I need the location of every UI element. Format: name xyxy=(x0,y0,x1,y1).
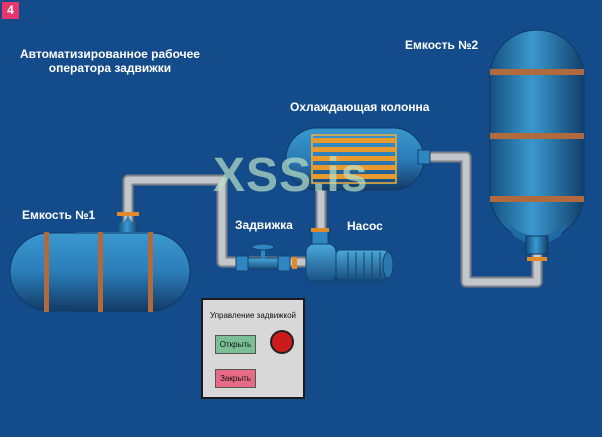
valve-control-panel: Управление задвижкой Открыть Закрыть xyxy=(201,298,305,399)
cooling-column-label: Охлаждающая колонна xyxy=(290,100,430,114)
cooling-column xyxy=(285,127,431,191)
close-button[interactable]: Закрыть xyxy=(215,369,256,388)
tank-1-label: Емкость №1 xyxy=(22,208,96,222)
tank-2-label: Емкость №2 xyxy=(405,38,479,52)
pump-label: Насос xyxy=(347,219,383,233)
valve-label: Задвижка xyxy=(235,218,293,232)
screen-title: Автоматизированное рабочее оператора зад… xyxy=(20,47,200,75)
pump xyxy=(305,228,394,284)
tank-1 xyxy=(9,212,191,312)
open-button[interactable]: Открыть xyxy=(215,335,256,354)
valve-state-indicator xyxy=(270,330,294,354)
slide-badge: 4 xyxy=(2,2,19,19)
watermark-text: XSS.is xyxy=(213,149,369,202)
tank-2 xyxy=(489,29,585,261)
valve[interactable] xyxy=(235,243,297,272)
panel-title: Управление задвижкой xyxy=(209,311,297,320)
